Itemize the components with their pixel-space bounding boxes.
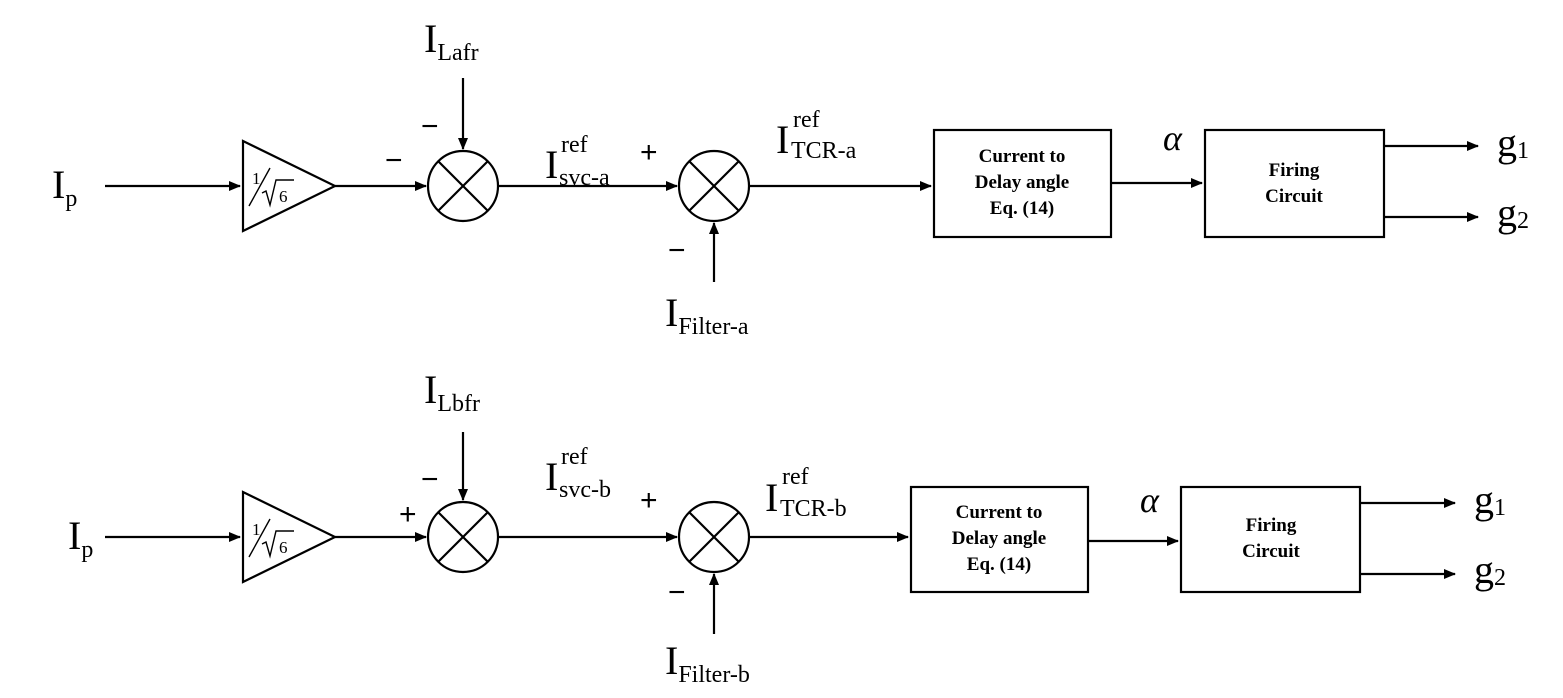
tcr-ref-sub: TCR-b bbox=[780, 496, 847, 522]
filter-current-label: IFilter-b bbox=[665, 638, 750, 688]
svg-text:1: 1 bbox=[252, 169, 261, 188]
firing-circuit-block bbox=[1179, 485, 1362, 594]
sum1-top-sign: − bbox=[421, 110, 439, 143]
tcr-ref-label: I bbox=[765, 475, 778, 520]
output-g1-label: g1 bbox=[1497, 120, 1529, 165]
block1-line1: Current to bbox=[956, 502, 1043, 523]
svc-ref-sub: svc-a bbox=[559, 165, 610, 191]
input-label: Ip bbox=[52, 162, 77, 212]
channel-a: Ip 1 6 ILafr − − I ref svc-a + bbox=[52, 16, 1529, 340]
tcr-ref-label: I bbox=[776, 117, 789, 162]
block1-line1: Current to bbox=[979, 146, 1066, 167]
block1-line2: Delay angle bbox=[952, 528, 1046, 549]
current-to-delay-angle-block bbox=[932, 128, 1113, 239]
block1-line3: Eq. (14) bbox=[990, 198, 1054, 219]
tcr-ref-sup: ref bbox=[793, 107, 820, 133]
output-g2-label: g2 bbox=[1497, 190, 1529, 235]
firing-circuit-block bbox=[1203, 128, 1386, 239]
summing-junction-1 bbox=[426, 500, 500, 574]
channel-b: Ip 1 6 ILbfr − + I ref svc-b + bbox=[68, 367, 1506, 688]
alpha-label: α bbox=[1163, 118, 1183, 158]
svc-ref-sub: svc-b bbox=[559, 477, 611, 503]
summing-junction-2 bbox=[677, 500, 751, 574]
gain-block bbox=[241, 139, 338, 233]
block2-line1: Firing bbox=[1246, 515, 1297, 536]
block2-line2: Circuit bbox=[1242, 541, 1300, 562]
block1-line3: Eq. (14) bbox=[967, 554, 1031, 575]
sum1-top-sign: − bbox=[421, 463, 439, 496]
load-current-label: ILbfr bbox=[424, 367, 480, 417]
tcr-ref-sup: ref bbox=[782, 464, 809, 490]
svc-ref-label: I bbox=[545, 454, 558, 499]
gain-block bbox=[241, 490, 338, 584]
svg-text:1: 1 bbox=[252, 520, 261, 539]
gain-label: 1 6 bbox=[248, 167, 294, 208]
svc-ref-label: I bbox=[545, 142, 558, 187]
gain-label: 1 6 bbox=[248, 518, 294, 559]
svg-text:6: 6 bbox=[279, 187, 288, 206]
filter-current-label: IFilter-a bbox=[665, 290, 749, 340]
svg-text:6: 6 bbox=[279, 538, 288, 557]
sum1-left-sign: − bbox=[385, 144, 403, 177]
sum2-left-sign: + bbox=[640, 484, 658, 517]
block2-line1: Firing bbox=[1269, 160, 1320, 181]
sum2-left-sign: + bbox=[640, 136, 658, 169]
block2-line2: Circuit bbox=[1265, 186, 1323, 207]
svc-ref-sup: ref bbox=[561, 444, 588, 470]
tcr-ref-sub: TCR-a bbox=[791, 138, 857, 164]
output-g2-label: g2 bbox=[1474, 547, 1506, 592]
input-label: Ip bbox=[68, 513, 93, 563]
sum2-bottom-sign: − bbox=[668, 576, 686, 609]
summing-junction-1 bbox=[426, 149, 500, 223]
block1-line2: Delay angle bbox=[975, 172, 1069, 193]
sum1-left-sign: + bbox=[399, 498, 417, 531]
alpha-label: α bbox=[1140, 480, 1160, 520]
load-current-label: ILafr bbox=[424, 16, 479, 66]
summing-junction-2 bbox=[677, 149, 751, 223]
current-to-delay-angle-block bbox=[909, 485, 1090, 594]
output-g1-label: g1 bbox=[1474, 477, 1506, 522]
sum2-bottom-sign: − bbox=[668, 234, 686, 267]
svc-ref-sup: ref bbox=[561, 132, 588, 158]
